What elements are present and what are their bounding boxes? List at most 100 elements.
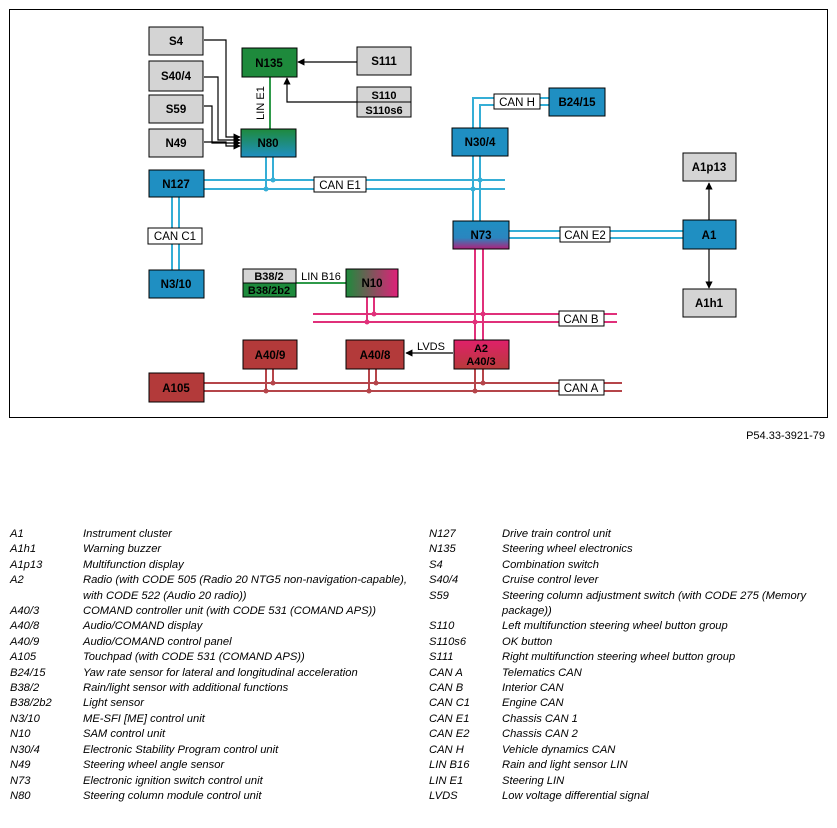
legend-row: S110 Left multifunction steering wheel bu… [429,619,829,634]
legend-row: N3/10 ME-SFI [ME] control unit [10,712,420,727]
label-n10: N10 [361,278,382,290]
legend-row: S110s6 OK button [429,635,829,650]
bus-label-can-c1: CAN C1 [154,231,196,243]
network-diagram: S4 S40/4 S59 N49 S111 S110 S110s6 A1p13 … [9,9,828,418]
bus-label-can-a: CAN A [564,383,599,395]
bus-label-lin-e1: LIN E1 [255,86,267,120]
label-b38-2: B38/2 [254,271,283,283]
label-a1p13: A1p13 [692,162,727,174]
label-b24-15: B24/15 [558,97,596,109]
box-a1 [682,219,737,250]
legend-description: Cruise control lever [502,574,599,587]
box-n73 [452,220,510,250]
legend-code: S110s6 [429,635,467,648]
label-a1: A1 [702,230,717,242]
box-a1p13 [682,152,737,182]
box-a40-9 [242,339,298,370]
bus-label-lvds: LVDS [417,341,445,353]
legend-code: LIN B16 [429,759,470,772]
legend-code: N135 [429,543,456,556]
legend-code: CAN E2 [429,728,470,741]
label-s40-4: S40/4 [161,71,192,83]
legend-code: S111 [429,651,454,664]
box-s110s6 [356,101,412,118]
signal-wires [204,39,713,357]
legend-description: Multifunction display [83,558,184,571]
legend-description: Left multifunction steering wheel button… [502,620,728,633]
legend-code: S40/4 [429,574,459,587]
legend-code: A2 [10,574,24,587]
bus-label-can-h: CAN H [499,97,535,109]
legend-row: A1p13 Multifunction display [10,558,420,573]
bus-label-box-can-e1 [313,176,367,193]
box-n3-10 [148,269,205,299]
bus-label-can-e1: CAN E1 [319,180,361,192]
legend-row: CAN E2 Chassis CAN 2 [429,727,829,742]
can-b-junctions [364,311,486,325]
box-s40-4 [148,60,204,92]
box-b24-15 [548,87,606,117]
label-n73: N73 [470,230,491,242]
legend-description: OK button [502,635,553,648]
legend-code: A1p13 [10,558,43,571]
bus-label-can-b: CAN B [563,314,598,326]
legend-description: Low voltage differential signal [502,789,649,802]
legend-code: N73 [10,774,31,787]
label-a40-3: A40/3 [466,356,495,368]
legend-description: Steering column adjustment switch (with … [502,589,807,618]
label-b38-2b2: B38/2b2 [248,285,290,297]
legend-code: CAN E1 [429,712,470,725]
legend-row: N30/4 Electronic Stability Program contro… [10,743,420,758]
legend-description: Rain and light sensor LIN [502,759,628,772]
legend-code: A40/8 [10,620,40,633]
legend-code: CAN B [429,682,464,695]
legend-row: A2 Radio (with CODE 505 (Radio 20 NTG5 no… [10,573,420,604]
box-b38-2b2 [242,282,297,298]
label-n30-4: N30/4 [465,137,496,149]
legend-description: Chassis CAN 1 [502,712,578,725]
legend-row: CAN E1 Chassis CAN 1 [429,712,829,727]
legend-code: S110 [429,620,455,633]
legend-description: Electronic ignition switch control unit [83,774,263,787]
legend-description: Warning buzzer [83,543,162,556]
box-n49 [148,128,204,158]
legend-description: Instrument cluster [83,528,172,540]
legend-description: Chassis CAN 2 [502,728,578,741]
legend-description: Electronic Stability Program control uni… [83,743,279,756]
label-s111: S111 [371,56,397,68]
box-n80 [240,128,297,158]
box-s4 [148,26,204,56]
legend-row: LIN B16 Rain and light sensor LIN [429,758,829,773]
legend-description: Yaw rate sensor for lateral and longitud… [83,666,358,679]
label-a1h1: A1h1 [695,298,724,310]
legend-description: Steering LIN [502,774,565,787]
legend-description: Rain/light sensor with additional functi… [83,682,289,695]
legend-description: Steering column module control unit [83,789,262,802]
box-a40-8 [345,339,405,370]
box-n135 [241,47,298,78]
box-s111 [356,46,412,76]
legend-code: N3/10 [10,712,40,725]
legend-description: Interior CAN [502,682,564,695]
legend-code: A1h1 [10,543,37,556]
legend-code: N30/4 [10,743,40,756]
legend-description: Engine CAN [502,697,564,710]
bus-label-box-can-b [558,310,605,327]
label-s110s6: S110s6 [365,105,402,117]
box-a1h1 [682,288,737,318]
legend-description: Steering wheel angle sensor [83,759,225,772]
legend-description: Radio (with CODE 505 (Radio 20 NTG5 non-… [83,574,407,602]
legend-description: ME-SFI [ME] control unit [83,712,205,725]
bus-label-box-can-e2 [559,226,611,243]
legend-code: LIN E1 [429,774,464,787]
legend-code: N10 [10,728,31,741]
bus-label-box-can-h [493,93,541,110]
